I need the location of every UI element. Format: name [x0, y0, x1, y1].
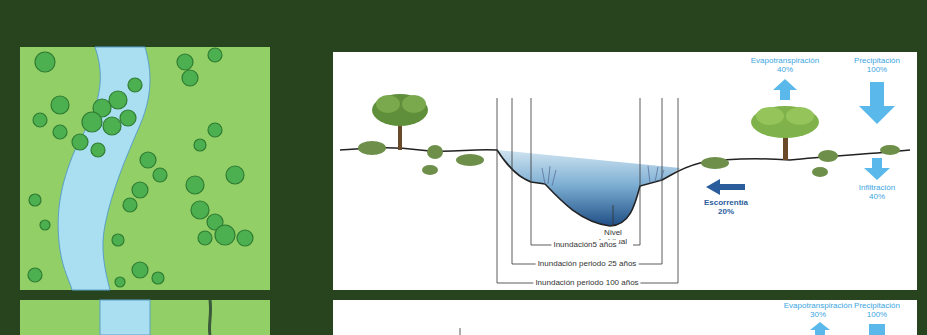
flow-label: Precipitación 100% — [847, 56, 907, 74]
flood-label: Inundación periodo 100 años — [533, 278, 640, 287]
flow-arrows — [706, 79, 895, 195]
river-map — [20, 47, 270, 290]
flow-label: Infiltración 40% — [851, 183, 903, 201]
flow-label: Escorrentía 20% — [699, 198, 753, 216]
river-cross-section-lower — [333, 300, 917, 335]
flood-label: Inundación5 años — [551, 240, 618, 249]
flow-label: Evapotranspiración 30% — [777, 301, 859, 319]
tree-right — [751, 106, 819, 160]
flow-label: Evapotranspiración 40% — [744, 56, 826, 74]
river-cross-section — [333, 52, 917, 290]
river-map-lower — [20, 300, 270, 335]
flood-label: Inundación periodo 25 años — [536, 259, 639, 268]
tree-left — [372, 94, 428, 150]
flow-label: Precipitación 100% — [847, 301, 907, 319]
